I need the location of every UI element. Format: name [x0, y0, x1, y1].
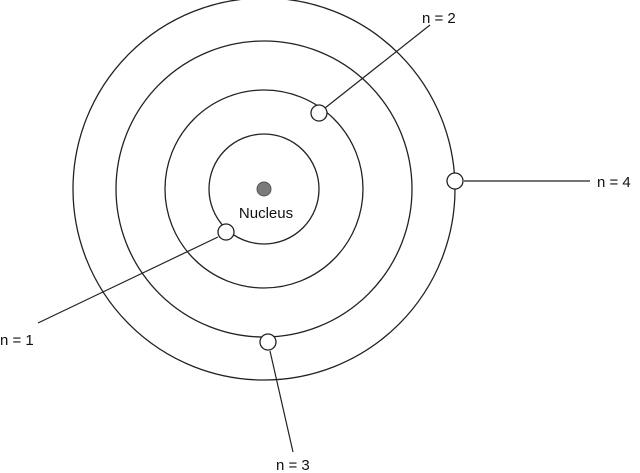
nucleus-label: Nucleus — [239, 205, 293, 222]
level-label-n2: n = 2 — [422, 10, 456, 27]
electron-n1 — [217, 223, 235, 241]
leader-line-n2 — [324, 24, 431, 109]
orbit-n2 — [164, 89, 364, 289]
level-label-n3: n = 3 — [276, 457, 310, 473]
nucleus-dot — [256, 181, 272, 197]
electron-n2 — [310, 104, 328, 122]
leader-line-n1 — [37, 236, 219, 324]
level-label-n1: n = 1 — [0, 332, 34, 349]
electron-n4 — [446, 172, 464, 190]
electron-n3 — [259, 333, 277, 351]
level-label-n4: n = 4 — [597, 174, 631, 191]
leader-line-n3 — [269, 350, 294, 453]
orbit-n1 — [208, 133, 320, 245]
